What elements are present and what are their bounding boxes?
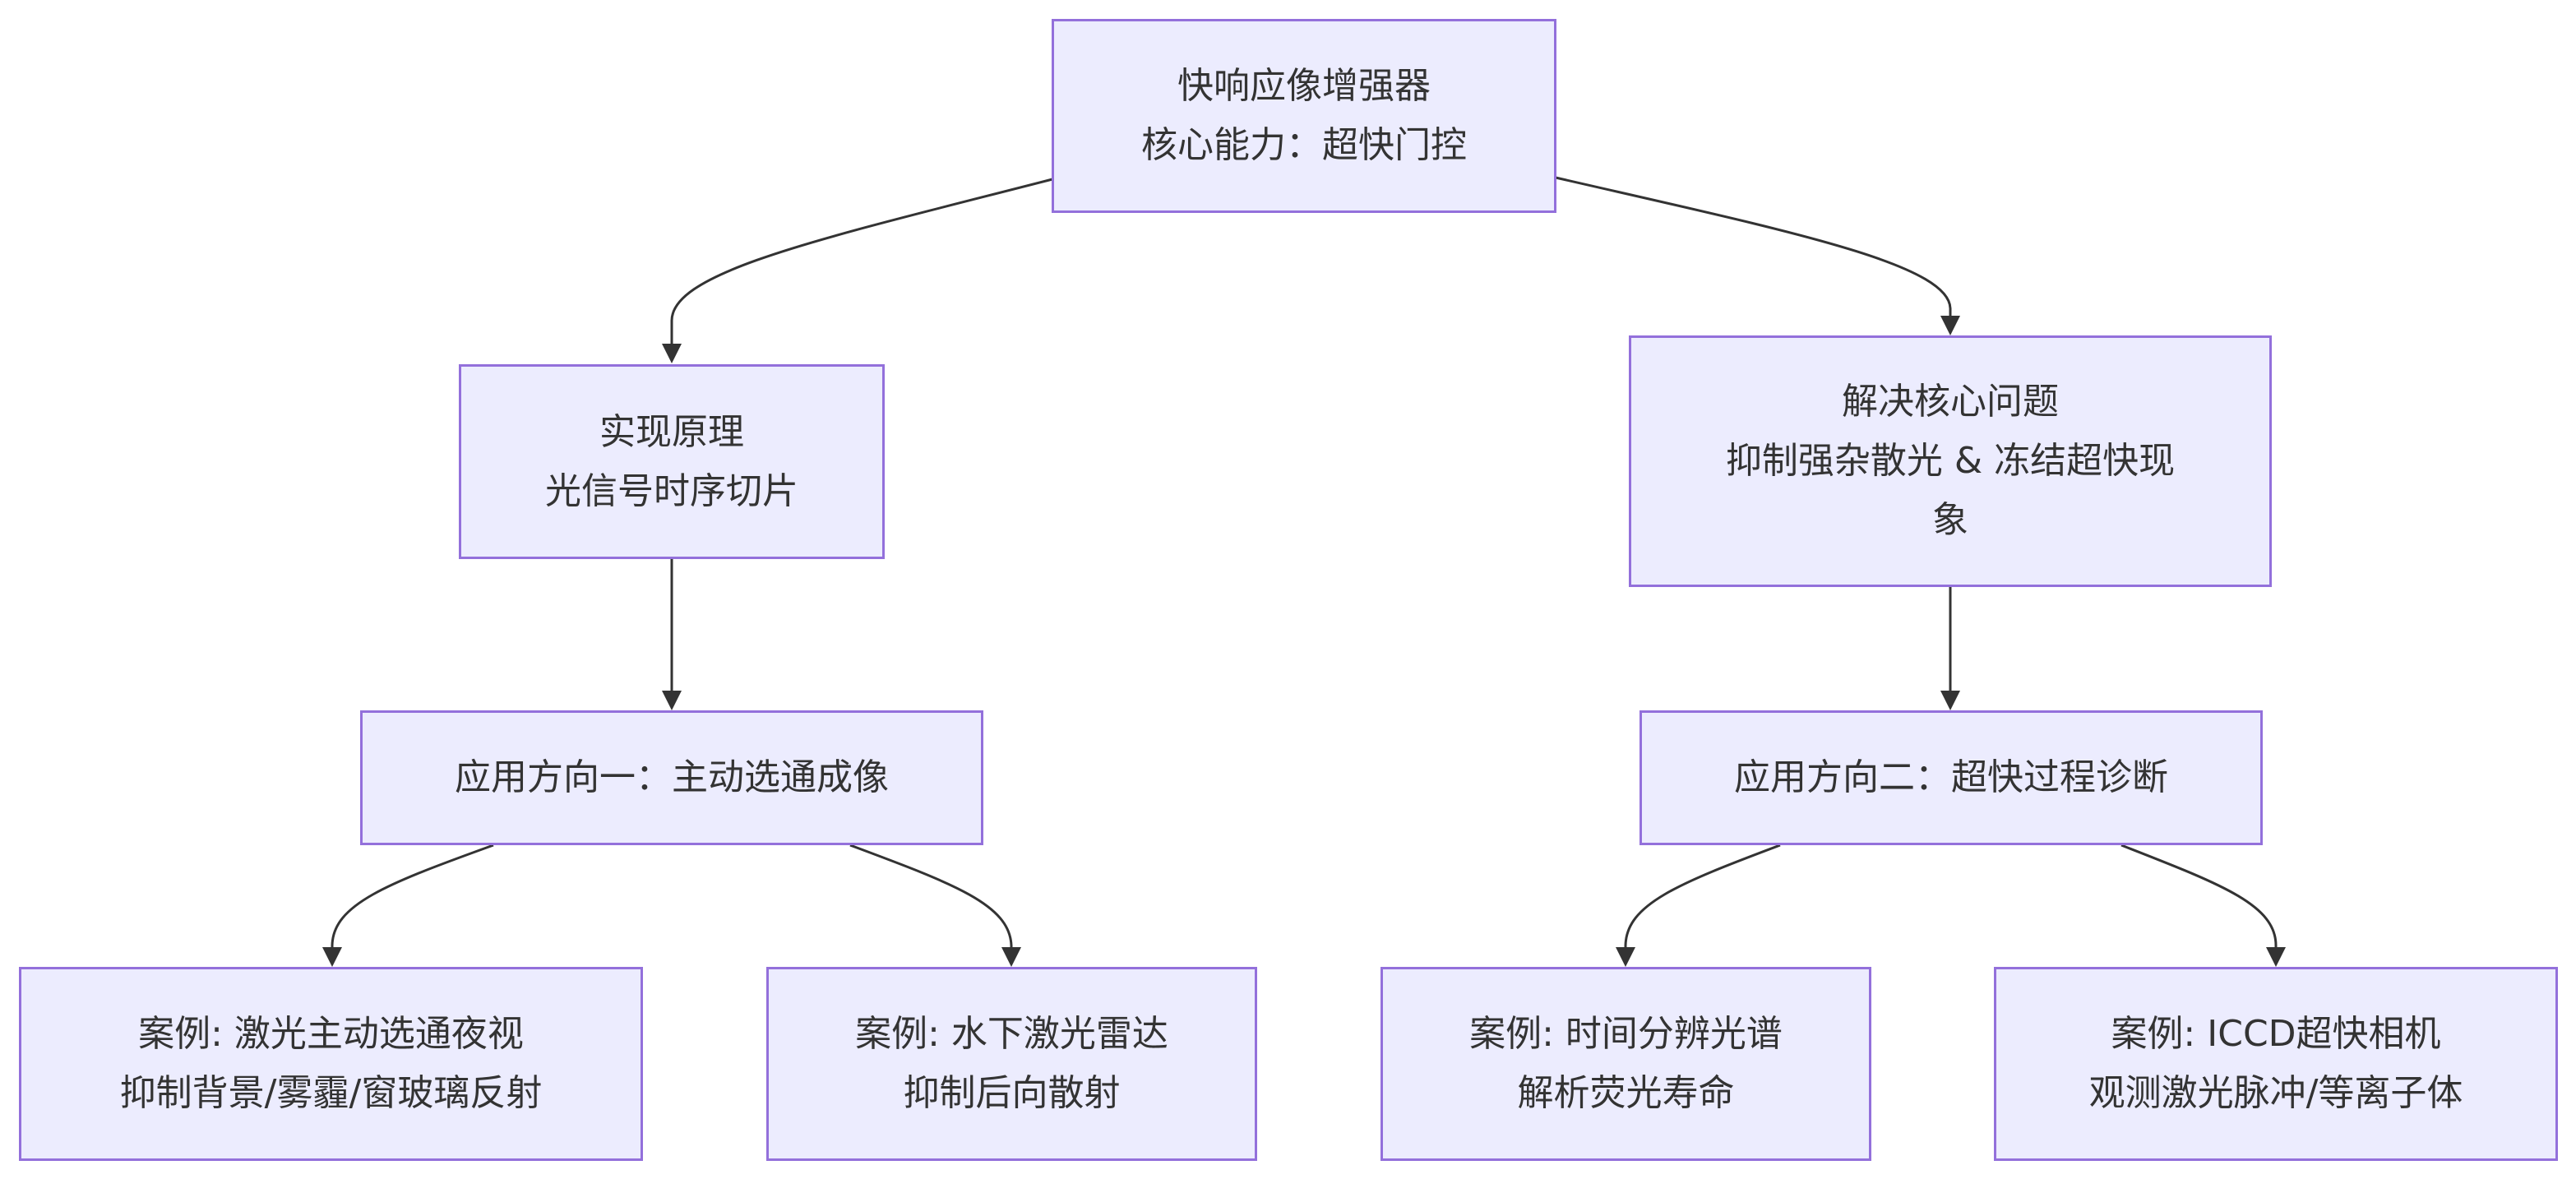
node-case2: 案例: 水下激光雷达 抑制后向散射 bbox=[766, 967, 1257, 1161]
node-problem-line1: 解决核心问题 bbox=[1842, 381, 2059, 423]
node-problem-line3: 象 bbox=[1932, 499, 1968, 541]
node-principle-line2: 光信号时序切片 bbox=[545, 469, 798, 512]
node-principle-line1: 实现原理 bbox=[599, 410, 744, 453]
arrowhead-case3 bbox=[1616, 947, 1635, 967]
edge-root-to-problem bbox=[1555, 176, 1952, 316]
node-case1-line2: 抑制背景/雾霾/窗玻璃反射 bbox=[119, 1072, 543, 1114]
node-case4: 案例: ICCD超快相机 观测激光脉冲/等离子体 bbox=[1994, 967, 2558, 1161]
node-case2-line1: 案例: 水下激光雷达 bbox=[855, 1013, 1168, 1055]
node-root-line1: 快响应像增强器 bbox=[1177, 65, 1431, 107]
arrowhead-principle bbox=[662, 344, 682, 363]
node-problem: 解决核心问题 抑制强杂散光 & 冻结超快现 象 bbox=[1629, 335, 2272, 587]
node-case3: 案例: 时间分辨光谱 解析荧光寿命 bbox=[1380, 967, 1871, 1161]
node-case4-line1: 案例: ICCD超快相机 bbox=[2111, 1013, 2441, 1055]
arrowhead-problem bbox=[1940, 316, 1960, 335]
node-case4-line2: 观测激光脉冲/等离子体 bbox=[2088, 1072, 2463, 1114]
node-problem-line2: 抑制强杂散光 & 冻结超快现 bbox=[1725, 440, 2176, 482]
edge-app1-to-case1 bbox=[331, 844, 494, 947]
node-app1: 应用方向一：主动选通成像 bbox=[360, 710, 983, 845]
edge-root-to-principle bbox=[670, 178, 1053, 344]
node-root-line2: 核心能力：超快门控 bbox=[1141, 124, 1467, 166]
node-app2: 应用方向二：超快过程诊断 bbox=[1639, 710, 2263, 845]
node-app2-line1: 应用方向二：超快过程诊断 bbox=[1734, 756, 2168, 798]
node-principle: 实现原理 光信号时序切片 bbox=[459, 364, 885, 559]
node-root: 快响应像增强器 核心能力：超快门控 bbox=[1052, 19, 1556, 213]
arrowhead-case2 bbox=[1001, 947, 1021, 967]
arrowhead-app1 bbox=[662, 691, 682, 710]
edge-app2-to-case4 bbox=[2120, 844, 2278, 947]
node-case1: 案例: 激光主动选通夜视 抑制背景/雾霾/窗玻璃反射 bbox=[19, 967, 643, 1161]
node-case3-line2: 解析荧光寿命 bbox=[1517, 1072, 1735, 1114]
arrowhead-case4 bbox=[2266, 947, 2286, 967]
node-case1-line1: 案例: 激光主动选通夜视 bbox=[138, 1013, 524, 1055]
edge-app2-to-case3 bbox=[1624, 844, 1781, 947]
node-case2-line2: 抑制后向散射 bbox=[903, 1072, 1121, 1114]
node-case3-line1: 案例: 时间分辨光谱 bbox=[1469, 1013, 1783, 1055]
arrowhead-case1 bbox=[322, 947, 342, 967]
edge-app1-to-case2 bbox=[849, 844, 1013, 947]
node-app1-line1: 应用方向一：主动选通成像 bbox=[455, 756, 889, 798]
arrowhead-app2 bbox=[1940, 691, 1960, 710]
